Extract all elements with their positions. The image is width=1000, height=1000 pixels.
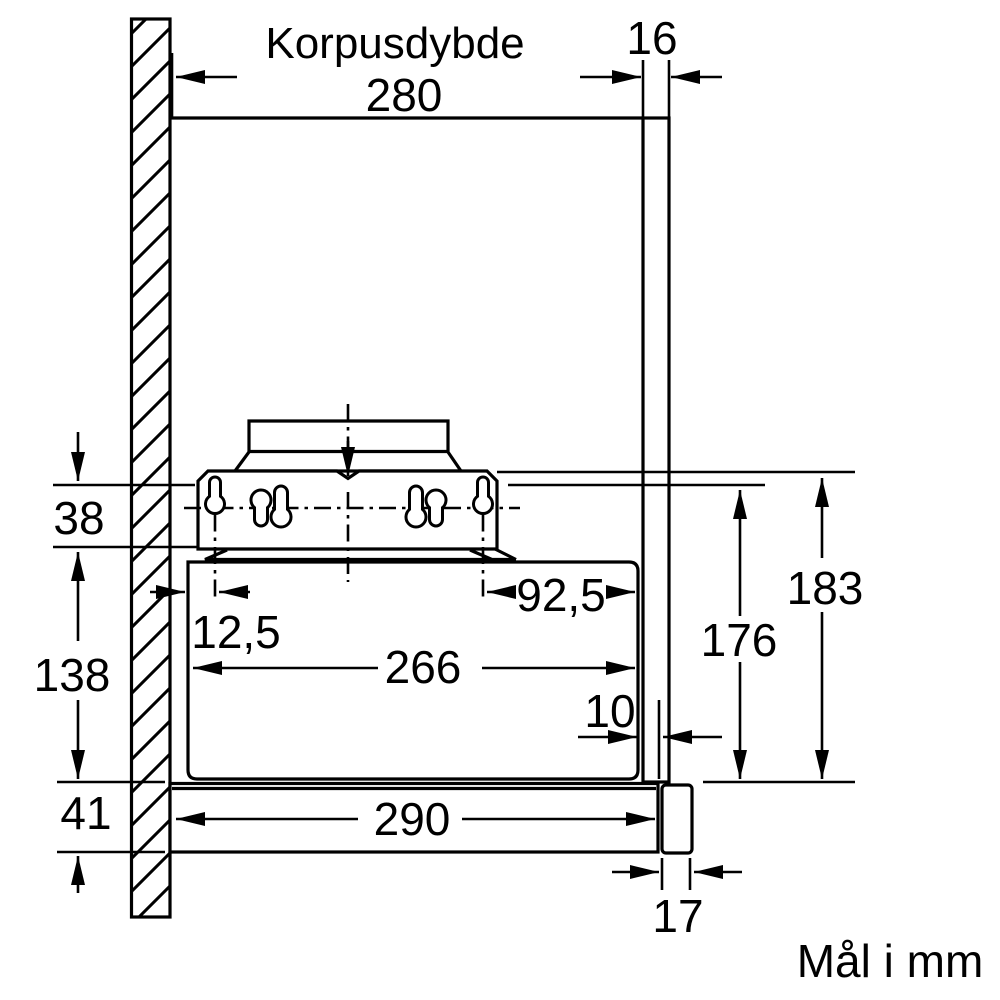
dim-label-266: 266 xyxy=(385,641,462,693)
keyhole-icon xyxy=(404,484,428,529)
dim-label-10: 10 xyxy=(584,685,635,737)
keyhole-icon xyxy=(269,484,293,529)
dim-label-41: 41 xyxy=(60,787,111,839)
keyhole-slot-icon xyxy=(204,475,226,515)
wall-section xyxy=(129,17,172,919)
units-note: Mål i mm xyxy=(797,935,984,987)
hood-top-rim xyxy=(204,547,517,562)
dim-label-38: 38 xyxy=(53,492,104,544)
dim-label-290: 290 xyxy=(374,793,451,845)
dim-label-176: 176 xyxy=(701,614,778,666)
dim-label-183: 183 xyxy=(787,562,864,614)
title-korpusdybde: Korpusdybde xyxy=(265,19,524,68)
dim-label-92-5: 92,5 xyxy=(516,569,606,621)
dim-label-138: 138 xyxy=(34,649,111,701)
handle-cap xyxy=(660,783,694,855)
keyhole-icon xyxy=(424,488,448,528)
keyhole-slot-icon xyxy=(472,475,494,515)
dim-label-16: 16 xyxy=(626,12,677,64)
dim-label-12-5: 12,5 xyxy=(191,606,281,658)
keyhole-icon xyxy=(249,488,273,528)
hood-body xyxy=(186,560,640,781)
dim-label-17: 17 xyxy=(652,890,703,942)
dim-label-280: 280 xyxy=(366,69,443,121)
cabinet-side-panel xyxy=(641,116,671,784)
